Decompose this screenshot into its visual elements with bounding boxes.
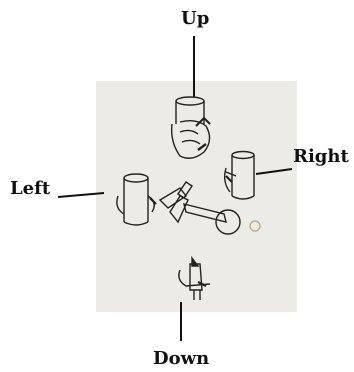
left-hand-sketch [116,173,157,226]
right-hand-sketch [223,150,255,200]
up-hand-sketch [170,96,211,159]
up-label: Up [181,8,210,29]
sketch-sheet [96,81,297,312]
left-label: Left [10,178,51,199]
down-label: Down [153,348,210,369]
right-leader-line [255,168,293,175]
right-label: Right [293,146,349,167]
left-leader-line [57,192,105,198]
joystick-lever-sketch [158,181,261,235]
down-hand-sketch [178,255,211,300]
